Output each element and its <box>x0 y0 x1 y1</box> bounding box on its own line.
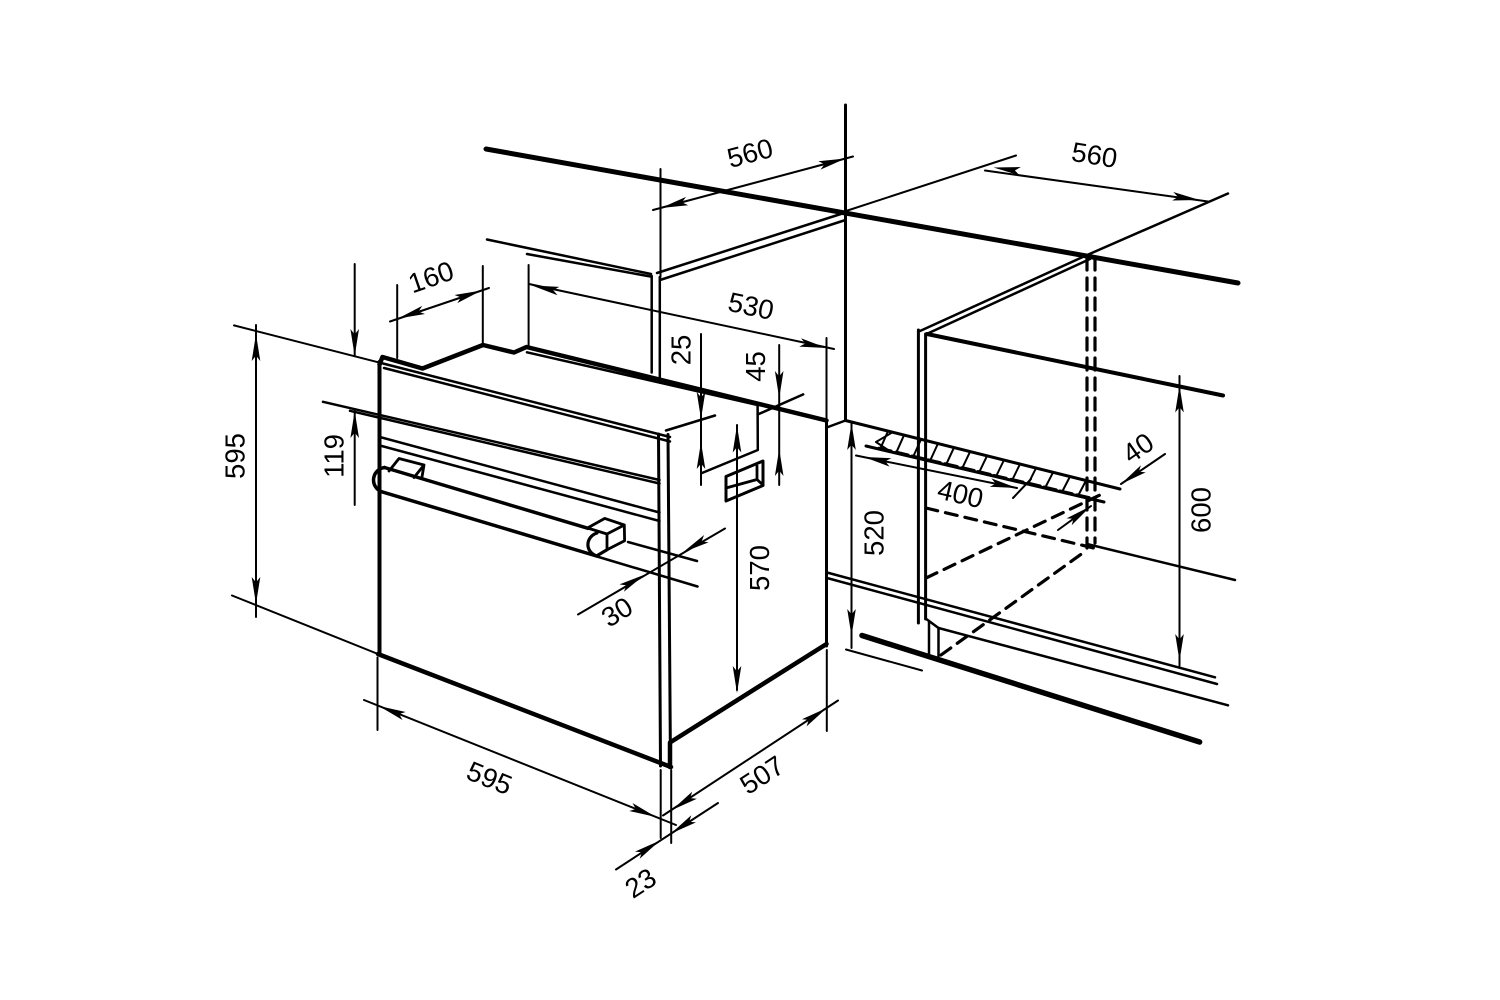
svg-text:570: 570 <box>744 545 775 591</box>
svg-text:45: 45 <box>740 351 771 382</box>
svg-text:595: 595 <box>220 433 251 479</box>
svg-text:25: 25 <box>666 335 697 366</box>
svg-text:119: 119 <box>319 434 350 478</box>
svg-text:600: 600 <box>1186 487 1217 533</box>
svg-text:520: 520 <box>859 510 890 556</box>
svg-text:560: 560 <box>1069 136 1119 174</box>
